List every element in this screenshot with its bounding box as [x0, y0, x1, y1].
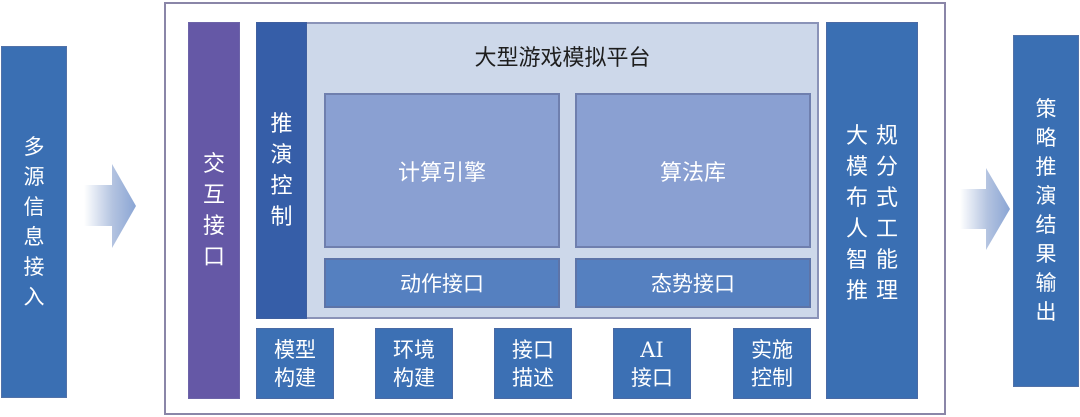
simulation-control-bar: 推 演 控 制 [256, 22, 307, 319]
ai-char: 推 [845, 278, 868, 304]
algorithm-library-box: 算法库 [575, 93, 811, 248]
module-interface-description: 接口 描述 [494, 328, 572, 399]
module-label-line1: 模型 [274, 337, 316, 362]
ai-char: 智 [845, 247, 868, 273]
ai-char: 规 [875, 123, 898, 149]
compute-engine-box: 计算引擎 [324, 93, 560, 248]
multi-source-input-box: 多 源 信 息 接 入 [1, 46, 67, 398]
input-char: 源 [23, 165, 45, 189]
module-label-line2: 控制 [751, 365, 793, 390]
interaction-char: 交 [202, 151, 225, 177]
output-char: 演 [1035, 184, 1057, 208]
ai-char: 理 [875, 278, 898, 304]
output-char: 结 [1035, 213, 1057, 237]
ai-char: 布 [845, 185, 868, 211]
module-model-construction: 模型 构建 [256, 328, 334, 399]
input-char: 接 [23, 255, 45, 279]
module-ai-interface: AI 接口 [613, 328, 691, 399]
flow-arrow-right-icon [960, 168, 1010, 250]
ai-char: 大 [845, 123, 868, 149]
algorithm-library-label: 算法库 [659, 160, 726, 186]
ai-char: 人 [845, 216, 868, 242]
ai-reasoning-label: 大 规 模 分 布 式 人 工 智 能 推 理 [827, 23, 917, 398]
interaction-interface-bar: 交 互 接 口 [188, 22, 240, 399]
compute-engine-label: 计算引擎 [397, 160, 486, 186]
situation-interface-label: 态势接口 [651, 272, 735, 296]
action-interface-box: 动作接口 [324, 258, 560, 308]
control-char: 控 [270, 174, 293, 199]
distributed-ai-reasoning-bar: 大 规 模 分 布 式 人 工 智 能 推 理 [826, 22, 918, 399]
control-char: 制 [270, 205, 293, 230]
module-label-line2: 接口 [631, 365, 673, 390]
input-char: 多 [23, 135, 45, 159]
input-char: 信 [23, 195, 45, 219]
module-label-line2: 构建 [274, 365, 316, 390]
output-char: 输 [1035, 271, 1057, 295]
interaction-char: 接 [202, 213, 225, 239]
module-label-line1: 接口 [512, 337, 554, 362]
interaction-char: 互 [202, 182, 225, 208]
ai-char: 分 [875, 154, 898, 180]
ai-char: 式 [875, 185, 898, 211]
situation-interface-box: 态势接口 [575, 258, 811, 308]
module-label-line1: AI [640, 337, 664, 362]
flow-arrow-right-icon [84, 164, 136, 248]
interaction-char: 口 [202, 244, 225, 270]
module-implementation-control: 实施 控制 [733, 328, 811, 399]
input-char: 入 [23, 285, 45, 309]
ai-char: 工 [875, 216, 898, 242]
action-interface-label: 动作接口 [400, 272, 484, 296]
module-label-line2: 描述 [512, 365, 554, 390]
module-label-line1: 环境 [393, 337, 435, 362]
output-char: 略 [1035, 126, 1057, 150]
output-char: 策 [1035, 97, 1057, 121]
control-char: 演 [270, 143, 293, 168]
platform-title: 大型游戏模拟平台 [474, 46, 651, 71]
ai-char: 模 [845, 154, 868, 180]
strategy-output-box: 策 略 推 演 结 果 输 出 [1013, 35, 1079, 387]
ai-char: 能 [875, 247, 898, 273]
output-char: 出 [1035, 300, 1057, 324]
control-char: 推 [270, 112, 293, 137]
output-char: 推 [1035, 155, 1057, 179]
output-char: 果 [1035, 242, 1057, 266]
input-char: 息 [23, 225, 45, 249]
module-environment-construction: 环境 构建 [375, 328, 453, 399]
module-label-line2: 构建 [393, 365, 435, 390]
module-label-line1: 实施 [751, 337, 793, 362]
